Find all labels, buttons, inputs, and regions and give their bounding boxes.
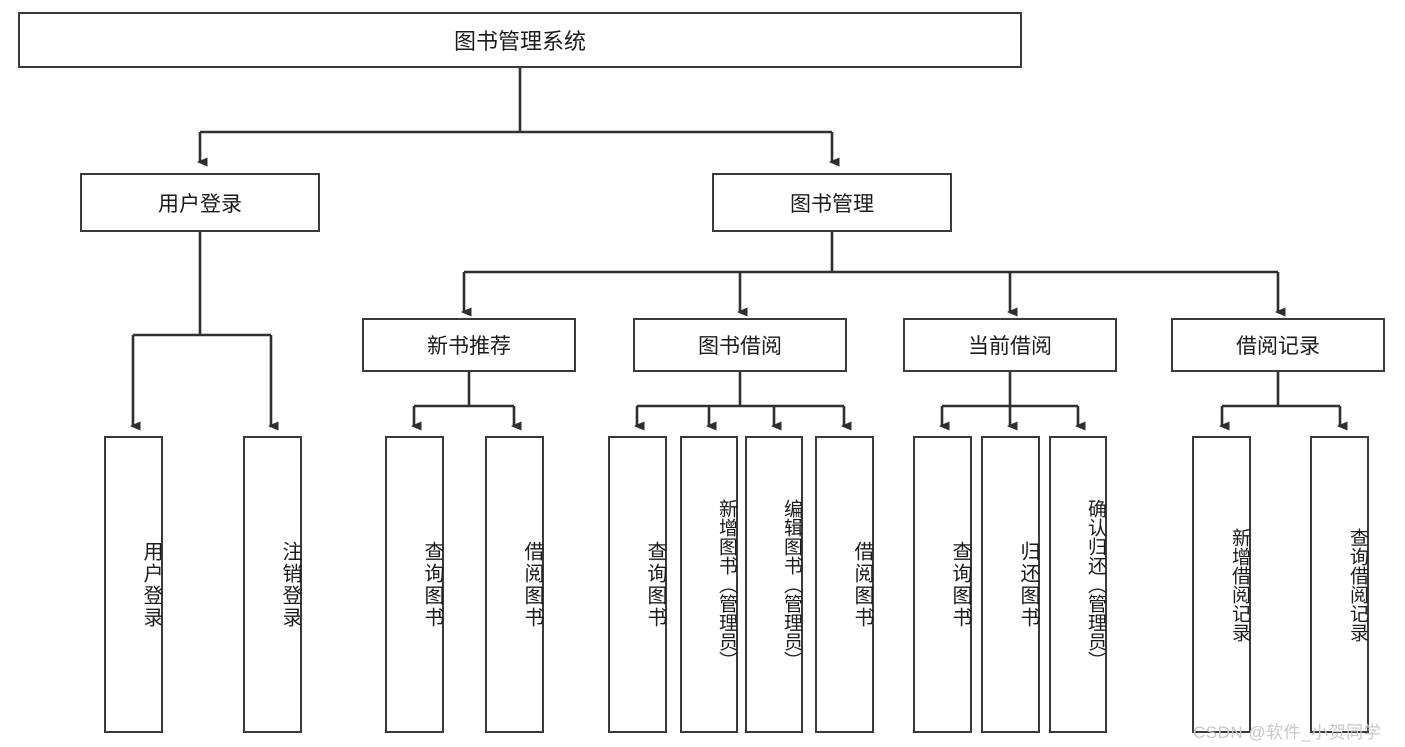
leaf-record-query[interactable]: 查询借阅记录 bbox=[1310, 436, 1369, 733]
leaf-current-confirm-return[interactable]: 确认归还（管理员） bbox=[1049, 436, 1107, 733]
node-borrow-record-label: 借阅记录 bbox=[1236, 335, 1320, 358]
leaf-borrow-borrow-book[interactable]: 借阅图书 bbox=[815, 436, 874, 733]
node-current-borrow-label: 当前借阅 bbox=[968, 335, 1052, 358]
csdn-watermark: CSDN @软件_小贺同学 bbox=[1193, 723, 1382, 742]
node-new-book-recommend[interactable]: 新书推荐 bbox=[362, 318, 576, 372]
leaf-user-login-label: 用户登录 bbox=[140, 540, 162, 629]
node-root[interactable]: 图书管理系统 bbox=[18, 12, 1022, 68]
node-book-borrow[interactable]: 图书借阅 bbox=[633, 318, 847, 372]
leaf-borrow-add-book[interactable]: 新增图书（管理员） bbox=[680, 436, 738, 733]
leaf-current-query-book-label: 查询图书 bbox=[949, 540, 971, 629]
node-book-management-label: 图书管理 bbox=[790, 192, 874, 216]
leaf-user-logout[interactable]: 注销登录 bbox=[243, 436, 302, 733]
node-borrow-record[interactable]: 借阅记录 bbox=[1171, 318, 1385, 372]
node-current-borrow[interactable]: 当前借阅 bbox=[903, 318, 1117, 372]
leaf-record-add[interactable]: 新增借阅记录 bbox=[1192, 436, 1251, 733]
leaf-user-login[interactable]: 用户登录 bbox=[104, 436, 163, 733]
node-book-management[interactable]: 图书管理 bbox=[712, 173, 952, 232]
leaf-borrow-borrow-book-label: 借阅图书 bbox=[851, 540, 873, 629]
leaf-current-return-book-label: 归还图书 bbox=[1017, 540, 1039, 629]
leaf-recommend-borrow-book[interactable]: 借阅图书 bbox=[485, 436, 544, 733]
node-book-borrow-label: 图书借阅 bbox=[698, 335, 782, 358]
leaf-record-add-label: 新增借阅记录 bbox=[1229, 527, 1250, 642]
leaf-borrow-query-book-label: 查询图书 bbox=[644, 540, 666, 629]
leaf-current-query-book[interactable]: 查询图书 bbox=[913, 436, 972, 733]
node-root-label: 图书管理系统 bbox=[453, 29, 586, 54]
node-user-login-label: 用户登录 bbox=[158, 192, 242, 216]
leaf-recommend-query-book-label: 查询图书 bbox=[421, 540, 443, 629]
leaf-borrow-edit-book[interactable]: 编辑图书（管理员） bbox=[745, 436, 803, 733]
leaf-recommend-borrow-book-label: 借阅图书 bbox=[521, 540, 543, 629]
leaf-current-confirm-return-label: 确认归还（管理员） bbox=[1085, 499, 1106, 670]
node-user-login[interactable]: 用户登录 bbox=[80, 173, 320, 232]
leaf-borrow-query-book[interactable]: 查询图书 bbox=[608, 436, 667, 733]
leaf-current-return-book[interactable]: 归还图书 bbox=[981, 436, 1040, 733]
node-new-book-recommend-label: 新书推荐 bbox=[427, 335, 511, 358]
leaf-borrow-add-book-label: 新增图书（管理员） bbox=[716, 499, 737, 670]
leaf-recommend-query-book[interactable]: 查询图书 bbox=[385, 436, 444, 733]
leaf-user-logout-label: 注销登录 bbox=[279, 540, 301, 629]
leaf-record-query-label: 查询借阅记录 bbox=[1347, 527, 1368, 642]
leaf-borrow-edit-book-label: 编辑图书（管理员） bbox=[781, 499, 802, 670]
